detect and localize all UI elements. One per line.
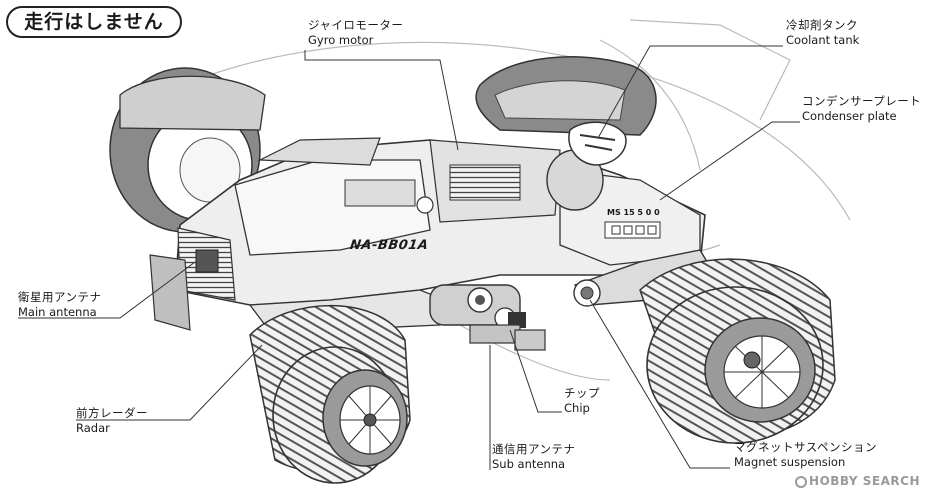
body-marking-small: MS 15 5 0 0 [607,208,660,217]
magnet-leader [589,299,730,469]
coolant-tank-label-jp: 冷却剤タンク [786,18,858,32]
gyro-motor-label-jp: ジャイロモーター [308,18,404,32]
condenser-plate-label: コンデンサープレート Condenser plate [802,94,921,124]
radar-label-jp: 前方レーダー [76,406,148,420]
main-antenna-label-en: Main antenna [18,305,97,319]
rear-left-wheel [109,67,266,233]
chip-label-jp: チップ [564,386,600,400]
main-antenna-leader [18,261,196,319]
leader-lines [18,45,800,470]
sub-antenna-label-jp: 通信用アンテナ [492,442,576,456]
gyro-leader [304,50,459,151]
sub-antenna-cluster [429,284,546,351]
main-antenna-label: 衛星用アンテナ Main antenna [18,290,102,320]
condenser-plate-label-en: Condenser plate [802,109,897,123]
coolant-tank [546,121,627,211]
sub-antenna-label: 通信用アンテナ Sub antenna [492,442,576,472]
rear-right-wheel [475,56,657,136]
main-antenna-label-jp: 衛星用アンテナ [18,290,102,304]
radar-leader [76,344,263,421]
body-marking: NA-BB01A [348,238,430,253]
gyro-motor-label-en: Gyro motor [308,33,374,47]
radar-label-en: Radar [76,421,110,435]
coolant-tank-label-en: Coolant tank [786,33,860,47]
chip-leader [509,329,562,413]
magnet-suspension-label: マグネットサスペンション Magnet suspension [734,440,877,470]
hobby-search-watermark: HOBBY SEARCH [795,474,920,488]
condenser-plate-label-jp: コンデンサープレート [802,94,922,108]
chip-label: チップ Chip [564,386,600,416]
magnet-suspension-label-jp: マグネットサスペンション [734,440,877,454]
watermark-brand: HOBBY SEARCH [809,474,920,488]
radar-label: 前方レーダー Radar [76,406,148,436]
coolant-leader [597,45,783,139]
chip-label-en: Chip [564,401,590,415]
front-right-wheel [639,258,836,444]
sub-antenna-label-en: Sub antenna [492,457,566,471]
magnet-suspension-label-en: Magnet suspension [734,455,846,469]
condenser-leader [659,121,800,201]
coolant-tank-label: 冷却剤タンク Coolant tank [786,18,859,48]
gyro-motor-label: ジャイロモーター Gyro motor [308,18,403,48]
front-left-wheel [249,304,411,484]
hobby-search-logo-icon [795,476,808,488]
not-drivable-notice: 走行はしません [6,6,182,38]
